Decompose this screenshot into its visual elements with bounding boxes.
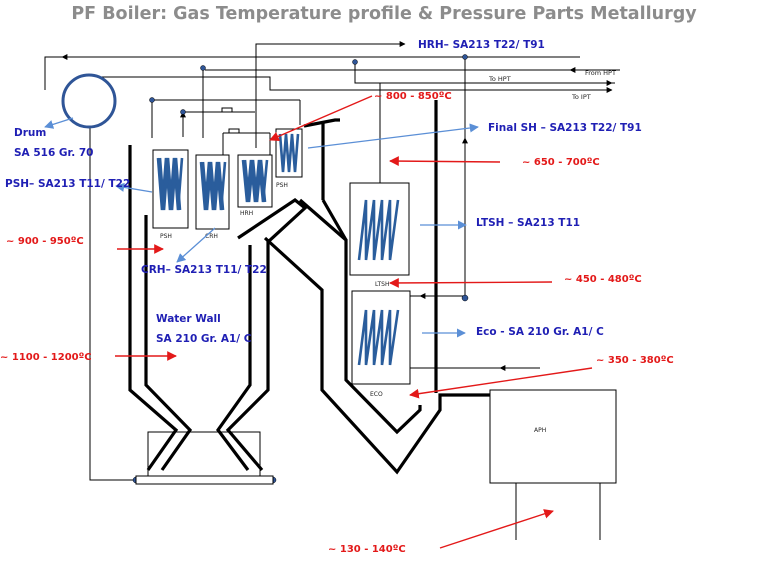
to-hpt-label: To HPT bbox=[488, 75, 511, 83]
to-ipt-label: To IPT bbox=[571, 93, 591, 101]
psh-label: PSH bbox=[160, 233, 172, 240]
eco-coil: ECO bbox=[351, 290, 411, 398]
downcomer-pipe bbox=[74, 118, 136, 481]
water-wall-material-label: SA 210 Gr. A1/ C bbox=[156, 333, 252, 345]
furnace-walls bbox=[128, 100, 490, 475]
hrh-label: HRH bbox=[240, 210, 253, 217]
ltsh-label: LTSH bbox=[375, 281, 390, 288]
final-sh-material-label: Final SH – SA213 T22/ T91 bbox=[488, 122, 642, 134]
material-pointers bbox=[44, 117, 479, 338]
eco-material-label: Eco - SA 210 Gr. A1/ C bbox=[476, 326, 604, 338]
hrh-material-label: HRH– SA213 T22/ T91 bbox=[418, 39, 545, 51]
final-psh-label: PSH bbox=[276, 182, 288, 189]
bottom-ash-hopper bbox=[147, 431, 261, 477]
ltsh-coil: LTSH bbox=[349, 182, 410, 288]
from-hpt-label: From HPT bbox=[585, 69, 616, 77]
psh-material-label: PSH– SA213 T11/ T22 bbox=[5, 178, 130, 190]
temp-900-950-label: ~ 900 - 950ºC bbox=[6, 236, 84, 247]
hrh-outlet-pipe bbox=[255, 41, 406, 148]
crh-coil: CRH bbox=[195, 154, 230, 240]
final-sh-coil: PSH bbox=[275, 128, 303, 189]
temperature-pointers bbox=[115, 95, 593, 549]
drum-name-label: Drum bbox=[14, 127, 46, 139]
aph-box: APH bbox=[489, 389, 617, 540]
crh-material-label: CRH– SA213 T11/ T22 bbox=[141, 264, 267, 276]
page-title: PF Boiler: Gas Temperature profile & Pre… bbox=[71, 4, 697, 24]
to-hpt-pipe bbox=[354, 62, 615, 84]
bottom-header bbox=[135, 475, 274, 485]
drum-material-label: SA 516 Gr. 70 bbox=[14, 147, 93, 159]
temp-650-700-label: ~ 650 - 700ºC bbox=[522, 157, 600, 168]
eco-label: ECO bbox=[370, 391, 383, 398]
temp-1100-1200-label: ~ 1100 - 1200ºC bbox=[0, 352, 92, 363]
temp-130-140-label: ~ 130 - 140ºC bbox=[328, 544, 406, 555]
temp-800-850-label: ~ 800 - 850ºC bbox=[374, 91, 452, 102]
temp-350-380-label: ~ 350 - 380ºC bbox=[596, 355, 674, 366]
steam-return-pipe bbox=[44, 56, 580, 90]
psh-coil: PSH bbox=[152, 149, 189, 240]
water-wall-name-label: Water Wall bbox=[156, 313, 221, 325]
aph-label: APH bbox=[534, 427, 546, 434]
hrh-coil: HRH bbox=[237, 154, 273, 217]
drum-icon bbox=[61, 73, 117, 129]
crh-label: CRH bbox=[205, 233, 218, 240]
ltsh-material-label: LTSH – SA213 T11 bbox=[476, 217, 580, 229]
temp-450-480-label: ~ 450 - 480ºC bbox=[564, 274, 642, 285]
